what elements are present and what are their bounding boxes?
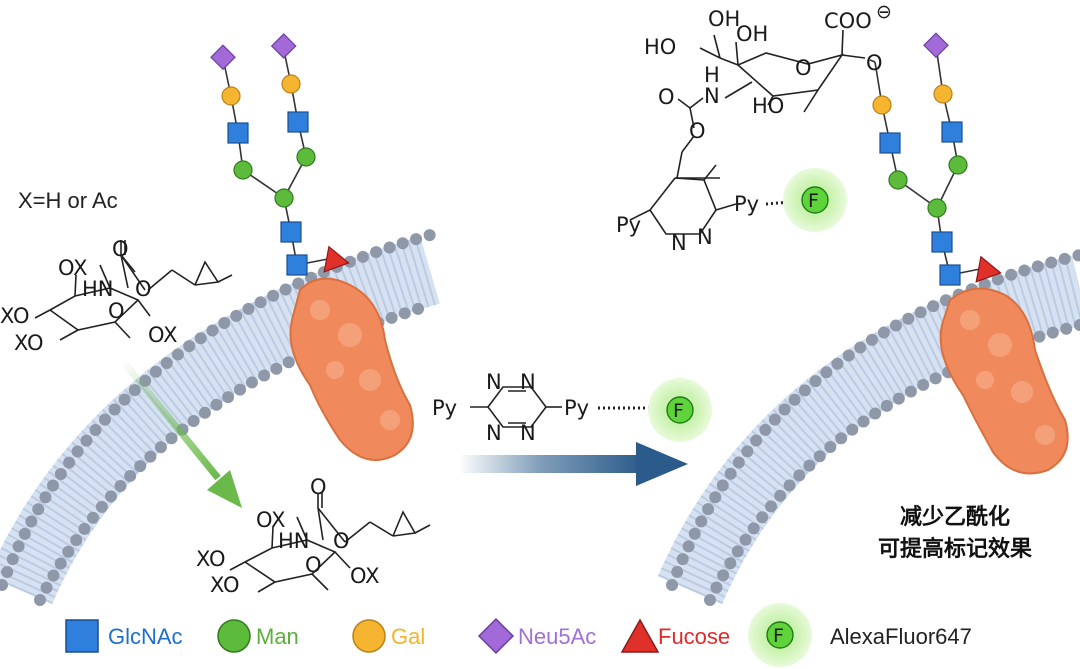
- sugar-top-ring-o: O: [108, 299, 125, 323]
- sialic-py-right: Py: [734, 192, 759, 216]
- metabolic-uptake-arrow: [119, 357, 242, 508]
- tetrazine-n3: N: [486, 421, 502, 445]
- sugar-bottom-hn: HN: [278, 529, 310, 553]
- legend-label-fluor: AlexaFluor647: [830, 624, 972, 649]
- sugar-bottom-ester-o: O: [333, 529, 350, 553]
- right-glycoprotein: O: [866, 32, 1069, 475]
- sugar-precursor-top: OX HN O O O XO XO OX: [0, 237, 233, 355]
- sialic-h: H: [704, 63, 720, 87]
- sugar-bottom-xo-3: XO: [210, 573, 240, 597]
- result-line-2: 可提高标记效果: [878, 536, 1032, 562]
- legend-label-fucose: Fucose: [658, 624, 730, 649]
- sugar-bottom-carbonyl-o: O: [310, 475, 327, 499]
- legend-fluor-letter: F: [773, 625, 784, 647]
- tetrazine-n1: N: [486, 370, 502, 394]
- legend-label-gal: Gal: [391, 624, 425, 649]
- sugar-top-hn: HN: [82, 277, 114, 301]
- legend-item-neu5ac: Neu5Ac: [477, 617, 596, 655]
- legend-label-glcnac: GlcNAc: [108, 624, 183, 649]
- sialic-acid-conjugate: HO OH OH COO ⊖ O H N HO O O Py Py N N F: [616, 1, 892, 255]
- sialic-coo: COO: [824, 9, 872, 33]
- fluor-tag-conjugate: F: [783, 168, 847, 232]
- sialic-pyridazine-n2: N: [697, 225, 713, 249]
- sugar-top-xo-3: XO: [14, 331, 44, 355]
- sialic-ho-9: HO: [644, 35, 676, 59]
- legend-label-neu5ac: Neu5Ac: [518, 624, 596, 649]
- sugar-bottom-xo-4: XO: [196, 547, 226, 571]
- substituent-note: X=H or Ac: [18, 188, 118, 213]
- sugar-bottom-ox-6: OX: [256, 508, 286, 532]
- sugar-bottom-ox-1: OX: [350, 564, 380, 588]
- gal-circle-icon: [352, 619, 386, 653]
- sialic-carbamate-o: O: [658, 85, 675, 109]
- sialic-ring-o: O: [795, 56, 812, 80]
- left-glycoprotein: [210, 33, 414, 461]
- sialic-py-left: Py: [616, 213, 641, 237]
- sugar-top-ester-o: O: [135, 277, 152, 301]
- sugar-top-carbonyl-o: O: [112, 237, 129, 261]
- tetrazine-py-left: Py: [432, 396, 457, 420]
- glcnac-square-icon: [65, 619, 99, 653]
- neu5ac-diamond-icon: [477, 617, 515, 655]
- sialic-oh-8: OH: [708, 7, 740, 31]
- man-circle-icon: [217, 619, 251, 653]
- tetrazine-reagent: Py Py N N N N F: [432, 370, 712, 445]
- legend: GlcNAc Man Gal Neu5Ac Fucose F AlexaFluo…: [65, 603, 972, 667]
- tetrazine-n2: N: [520, 370, 536, 394]
- sugar-top-ox-1: OX: [148, 323, 178, 347]
- sugar-top-ox-6: OX: [58, 256, 88, 280]
- fucose-triangle-icon: [620, 618, 660, 653]
- result-line-1: 减少乙酰化: [900, 504, 1010, 530]
- sugar-top-xo-4: XO: [0, 304, 30, 328]
- legend-label-man: Man: [256, 624, 299, 649]
- sialic-ho-4: HO: [752, 94, 784, 118]
- legend-item-man: Man: [217, 619, 299, 653]
- legend-item-fucose: Fucose: [620, 618, 730, 653]
- legend-item-glcnac: GlcNAc: [65, 619, 183, 653]
- tetrazine-py-right: Py: [564, 396, 589, 420]
- sialic-ester-o: O: [689, 119, 706, 143]
- fluor-letter-conjugate: F: [808, 190, 819, 212]
- sialic-n: N: [704, 84, 720, 108]
- fluor-letter: F: [673, 400, 684, 422]
- legend-item-fluor: F AlexaFluor647: [748, 603, 972, 667]
- sugar-precursor-bottom: OX HN O O O XO XO OX: [196, 475, 431, 597]
- sialic-charge: ⊖: [876, 1, 892, 23]
- legend-item-gal: Gal: [352, 619, 425, 653]
- fluor-tag-tetrazine: F: [648, 378, 712, 442]
- reaction-arrow: [458, 442, 688, 486]
- sugar-bottom-ring-o: O: [305, 553, 322, 577]
- sialic-pyridazine-n1: N: [671, 231, 687, 255]
- sialic-glycosidic-o: O: [866, 51, 883, 75]
- tetrazine-n4: N: [520, 421, 536, 445]
- sialic-oh-7: OH: [736, 22, 768, 46]
